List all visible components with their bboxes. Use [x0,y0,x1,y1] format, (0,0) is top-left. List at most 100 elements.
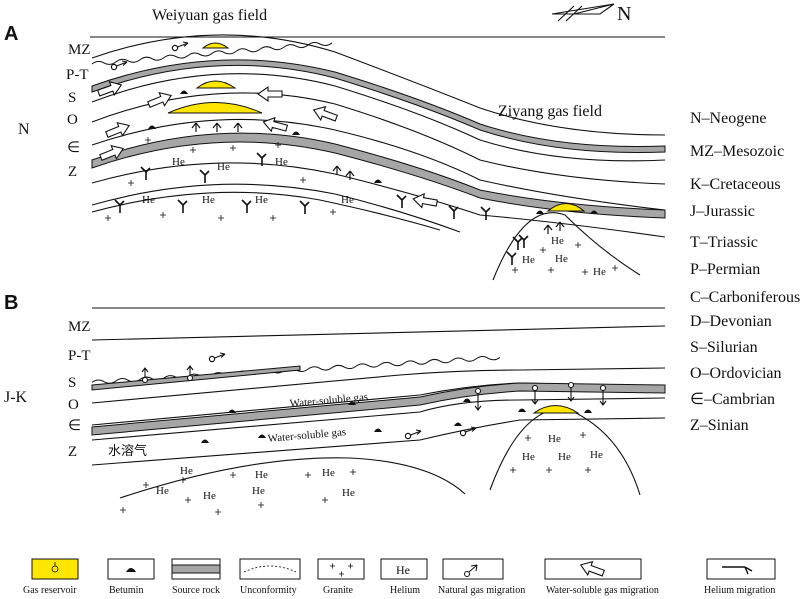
legend-swatch-reservoir [31,558,79,580]
svg-text:He: He [156,485,169,497]
svg-text:He: He [590,449,603,461]
svg-text:Helium: Helium [390,585,420,596]
bitumen-icon [126,568,136,572]
strata-key-item: MZ–Mesozoic [690,143,784,160]
legend-natural-gas-migration: Natural gas migration [438,558,525,596]
legend-water-soluble-gas-migration: Water-soluble gas migration [544,557,659,596]
strata-key-item: O–Ordovician [690,365,782,382]
panel-a-side-label: N [18,121,30,138]
svg-text:He: He [275,156,288,168]
svg-text:He: He [172,156,185,168]
svg-text:Natural gas migration: Natural gas migration [438,585,525,596]
svg-text:Betumin: Betumin [109,585,143,596]
layer-label-pt: P-T [68,348,91,364]
strata-key-item: D–Devonian [690,313,772,330]
panel-b-letter: B [4,292,18,314]
legend-unconformity: Unconformity [239,558,301,596]
legend-gas-reservoir: Gas reservoir [23,558,79,596]
panel-a-source-rock-upper [91,59,666,154]
panel-a-gas-reservoirs [167,42,586,212]
svg-text:Unconformity: Unconformity [240,585,297,596]
svg-text:He: He [341,194,354,206]
panel-a-letter: A [4,23,18,45]
svg-text:He: He [548,433,561,445]
natural-gas-migration-icon [464,564,478,577]
strata-key-item: Z–Sinian [690,417,749,434]
svg-text:He: He [593,266,606,278]
strata-key-item: P–Permian [690,261,760,278]
strata-key-item: ∈–Cambrian [690,391,775,408]
layer-label-mz: MZ [68,319,91,335]
panel-b: B J-K [4,292,666,515]
layer-label-o: O [67,112,78,128]
panel-b-vertical-gas-migration [141,365,607,411]
strata-key-item: J–Jurassic [690,203,755,220]
panel-b-granite [120,432,591,515]
panel-b-helium-labels: He He He He He He He He He He He [156,433,603,502]
strata-key-item: C–Carboniferous [690,289,800,306]
svg-text:He: He [255,194,268,206]
svg-text:He: He [522,254,535,266]
legend-helium: He Helium [380,558,428,596]
north-arrow-icon [551,3,615,22]
strata-key-item: K–Cretaceous [690,176,781,193]
legend-granite: Granite [317,558,365,596]
layer-label-mz: MZ [68,42,91,58]
strata-key: N–Neogene MZ–Mesozoic K–Cretaceous J–Jur… [690,110,800,434]
svg-text:He: He [202,194,215,206]
svg-text:He: He [142,194,155,206]
panel-a-strata-lines [91,34,666,281]
layer-label-o: O [68,397,79,413]
legend-source-rock: Source rock [171,558,221,596]
svg-text:Source rock: Source rock [172,585,220,596]
svg-text:Helium migration: Helium migration [704,585,775,596]
layer-label-z: Z [68,444,77,460]
svg-text:Gas reservoir: Gas reservoir [23,585,77,596]
ziyang-field-label: Ziyang gas field [498,103,602,120]
helium-migration-icon [722,566,753,575]
layer-label-pt: P-T [66,67,89,83]
panel-a-helium-forks [114,152,529,266]
panel-a-layer-labels: MZ P-T S O ∈ Z [66,42,91,180]
strata-key-item: S–Silurian [690,339,758,356]
panel-a: A Weiyuan gas field Ziyang gas field N N [4,3,666,281]
weiyuan-field-label: Weiyuan gas field [152,7,267,24]
svg-text:He: He [322,467,335,479]
layer-label-cambrian: ∈ [67,140,80,156]
panel-a-granite [105,137,618,275]
svg-text:Water-soluble gas migration: Water-soluble gas migration [546,585,659,596]
strata-key-item: T–Triassic [690,234,758,251]
legend-bitumen: Betumin [107,558,155,596]
panel-a-helium-labels: He He He He He He He He He He He [142,156,606,278]
layer-label-s: S [68,90,76,106]
svg-text:He: He [342,487,355,499]
svg-text:He: He [203,490,216,502]
panel-b-chinese-label: 水溶气 [108,443,147,458]
granite-icon [330,563,353,577]
svg-text:He: He [252,485,265,497]
svg-text:He: He [396,563,410,577]
panel-b-source-rock-upper [91,365,301,391]
svg-text:He: He [522,451,535,463]
layer-label-s: S [68,375,76,391]
layer-label-cambrian: ∈ [68,418,81,434]
panel-b-side-label: J-K [4,389,28,406]
svg-text:Granite: Granite [323,585,354,596]
svg-text:He: He [217,161,230,173]
legend-helium-migration: Helium migration [704,558,776,596]
layer-label-z: Z [68,164,77,180]
unconformity-icon [243,565,297,573]
panel-b-layer-labels: MZ P-T S O ∈ Z [68,319,91,460]
panel-b-gas-reservoir [532,405,580,414]
panel-a-source-rock-lower [91,132,666,219]
strata-key-item: N–Neogene [690,110,766,127]
north-arrow-label: N [617,3,631,25]
svg-text:He: He [551,235,564,247]
svg-text:He: He [555,253,568,265]
panel-a-unconformity [91,42,333,65]
svg-text:He: He [255,469,268,481]
panel-b-wsg-label-lower: Water-soluble gas [267,426,346,445]
svg-text:He: He [180,465,193,477]
panel-b-source-rock-lower [91,382,666,436]
